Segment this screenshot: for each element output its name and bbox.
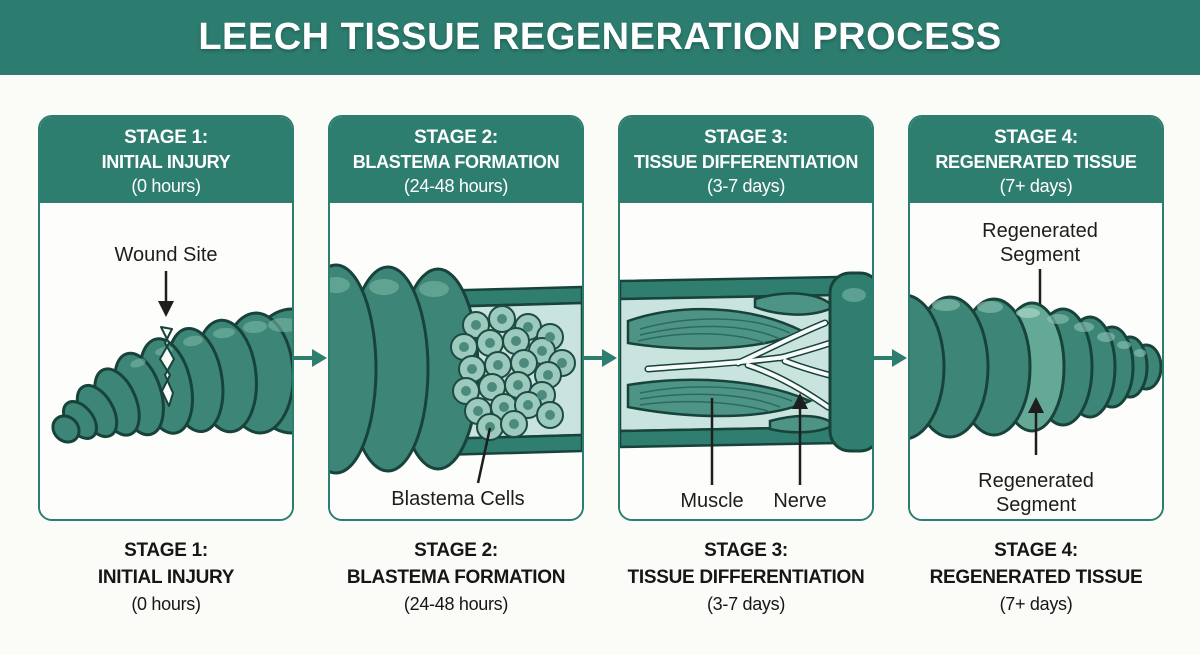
title-banner: LEECH TISSUE REGENERATION PROCESS: [0, 0, 1200, 75]
stage-1-illustration-panel: Wound Site: [40, 203, 292, 519]
muscle-striations: [637, 318, 793, 412]
stage-1-caption-stage: STAGE 1:: [124, 540, 208, 561]
stage-2-caption-name: BLASTEMA FORMATION: [346, 567, 566, 588]
stage-1-card-header: STAGE 1: INITIAL INJURY (0 hours): [40, 117, 292, 203]
wound-pointer-arrow-icon: [158, 271, 174, 317]
cell-nuclei: [459, 314, 567, 432]
arrow-right-icon: [584, 349, 617, 367]
regenerated-segment-top-label-line2: Segment: [1000, 244, 1080, 266]
stage-3-header-time: (3-7 days): [706, 176, 786, 196]
stage-2-caption-time: (24-48 hours): [403, 594, 509, 614]
wound-site-label: Wound Site: [114, 244, 217, 266]
stage-2-card: STAGE 2: BLASTEMA FORMATION (24-48 hours…: [328, 115, 584, 521]
stage-4-caption-stage: STAGE 4:: [994, 540, 1078, 561]
stage-3-card: STAGE 3: TISSUE DIFFERENTIATION (3-7 day…: [618, 115, 874, 521]
nerve-label: Nerve: [773, 490, 826, 512]
segment-highlights: [932, 299, 1146, 357]
segment-highlights: [330, 277, 449, 297]
arrow-right-icon: [294, 349, 327, 367]
stage-4-caption-name: REGENERATED TISSUE: [929, 567, 1143, 588]
bottom-pointer-arrow-icon: [1028, 397, 1044, 455]
regenerated-leech-body: [910, 294, 1162, 440]
stage-cards-row: STAGE 1: INITIAL INJURY (0 hours) Wound …: [38, 115, 1164, 618]
stage-3-column: STAGE 3: TISSUE DIFFERENTIATION (3-7 day…: [618, 115, 874, 618]
stage-4-card: STAGE 4: REGENERATED TISSUE (7+ days) Re…: [908, 115, 1164, 521]
stage-1-header-stage: STAGE 1:: [124, 127, 208, 148]
stage-4-caption: STAGE 4: REGENERATED TISSUE (7+ days): [908, 537, 1164, 618]
stage-1-header-time: (0 hours): [131, 176, 201, 196]
regenerated-segment-bottom-label-line1: Regenerated: [978, 470, 1094, 492]
stage-4-card-header: STAGE 4: REGENERATED TISSUE (7+ days): [910, 117, 1162, 203]
diagram-area: STAGE 1: INITIAL INJURY (0 hours) Wound …: [0, 75, 1200, 655]
regenerated-leech-illustration: Regenerated Segment: [910, 220, 1162, 516]
stage-3-header-stage: STAGE 3:: [704, 127, 788, 148]
stage-1-column: STAGE 1: INITIAL INJURY (0 hours) Wound …: [38, 115, 294, 618]
leech-body: [51, 307, 292, 444]
stage-4-header-time: (7+ days): [999, 176, 1073, 196]
stage-4-caption-time: (7+ days): [999, 594, 1073, 614]
stage-1-card: STAGE 1: INITIAL INJURY (0 hours) Wound …: [38, 115, 294, 521]
stage-1-caption: STAGE 1: INITIAL INJURY (0 hours): [38, 537, 294, 618]
stage-3-caption-stage: STAGE 3:: [704, 540, 788, 561]
stage-1-header-name: INITIAL INJURY: [101, 152, 231, 172]
stage-4-header-name: REGENERATED TISSUE: [935, 152, 1137, 172]
regenerated-segment-top-label-line1: Regenerated: [982, 220, 1098, 242]
injured-leech-illustration: Wound Site: [51, 244, 292, 444]
muscle-label: Muscle: [680, 490, 743, 512]
stage-3-card-header: STAGE 3: TISSUE DIFFERENTIATION (3-7 day…: [620, 117, 872, 203]
nerve-pointer-arrow-icon: [792, 393, 808, 485]
stage-4-illustration-panel: Regenerated Segment: [910, 203, 1162, 519]
stage-2-header-name: BLASTEMA FORMATION: [352, 152, 560, 172]
stage-2-header-time: (24-48 hours): [403, 176, 509, 196]
wound-crack: [159, 326, 175, 407]
stage-1-caption-time: (0 hours): [131, 594, 201, 614]
leech-highlights: [130, 318, 292, 368]
blastema-formation-illustration: Blastema Cells: [330, 263, 582, 510]
stage-3-caption: STAGE 3: TISSUE DIFFERENTIATION (3-7 day…: [618, 537, 874, 618]
tissue-differentiation-illustration: Muscle Nerve: [620, 271, 872, 512]
nerve-branches: [644, 319, 840, 411]
stage-2-header-stage: STAGE 2:: [414, 127, 498, 148]
stage-2-card-header: STAGE 2: BLASTEMA FORMATION (24-48 hours…: [330, 117, 582, 203]
cells-pointer-line: [476, 427, 492, 484]
regenerated-segment-bottom-label-line2: Segment: [996, 494, 1076, 516]
stage-3-caption-name: TISSUE DIFFERENTIATION: [627, 567, 865, 588]
stage-3-header-name: TISSUE DIFFERENTIATION: [633, 152, 859, 172]
stage-3-illustration-panel: Muscle Nerve: [620, 203, 872, 519]
stage-2-caption: STAGE 2: BLASTEMA FORMATION (24-48 hours…: [328, 537, 584, 618]
blastema-cells-label: Blastema Cells: [391, 488, 524, 510]
stage-2-column: STAGE 2: BLASTEMA FORMATION (24-48 hours…: [328, 115, 584, 618]
stage-4-column: STAGE 4: REGENERATED TISSUE (7+ days) Re…: [908, 115, 1164, 618]
stage-3-caption-time: (3-7 days): [706, 594, 786, 614]
stage-2-caption-stage: STAGE 2:: [414, 540, 498, 561]
stage-2-illustration-panel: Blastema Cells: [330, 203, 582, 519]
page-title: LEECH TISSUE REGENERATION PROCESS: [198, 16, 1002, 58]
arrow-right-icon: [874, 349, 907, 367]
stage-4-header-stage: STAGE 4:: [994, 127, 1078, 148]
leech-segments: [330, 263, 480, 475]
body-end-cap: [828, 271, 872, 453]
stage-1-caption-name: INITIAL INJURY: [97, 567, 235, 588]
